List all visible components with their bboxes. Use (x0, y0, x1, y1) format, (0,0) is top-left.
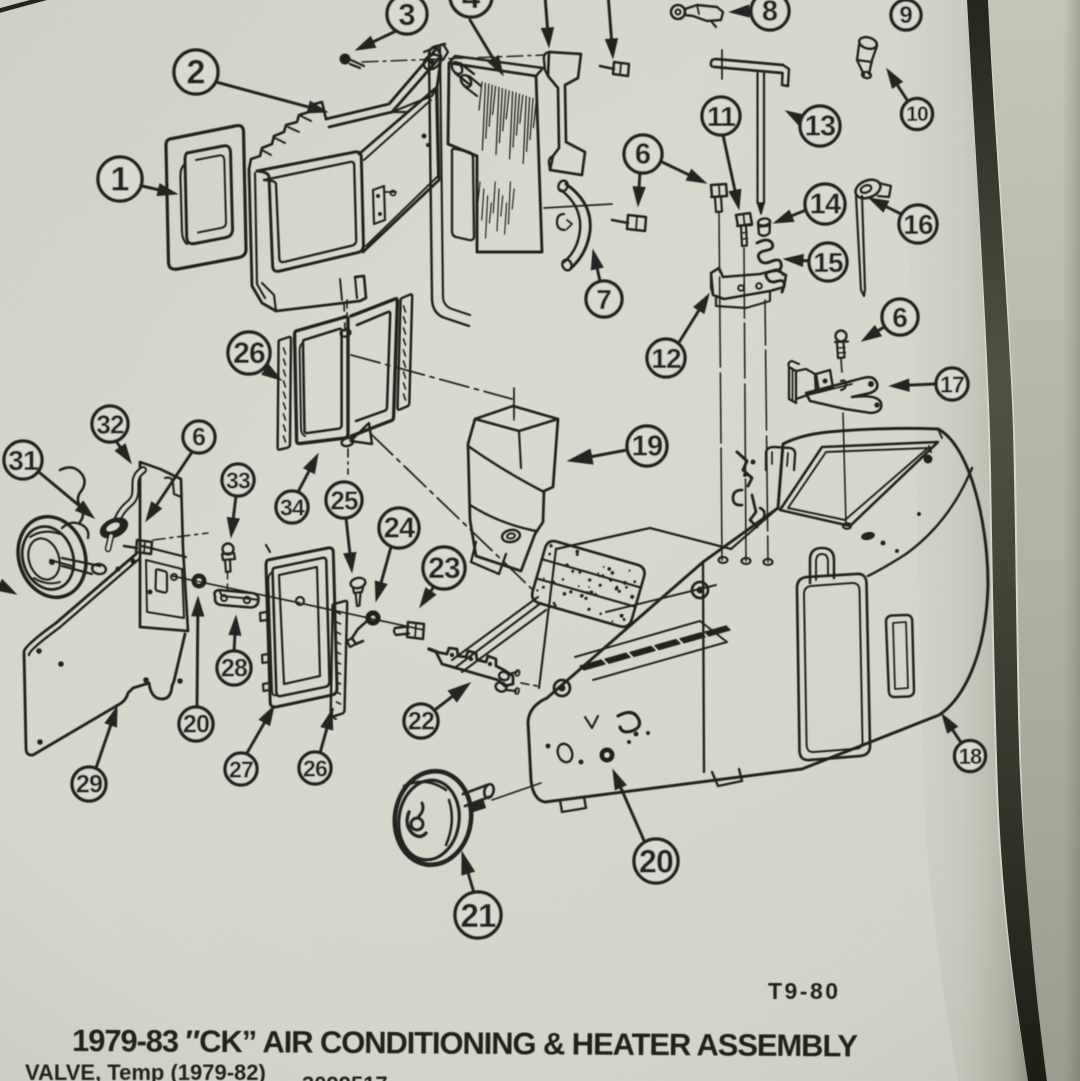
svg-text:VALVE, Temp (1979-82): VALVE, Temp (1979-82) (25, 1060, 266, 1081)
svg-text:3099517: 3099517 (302, 1072, 388, 1081)
svg-text:1979-83 ″CK” AIR CONDITIONING: 1979-83 ″CK” AIR CONDITIONING & HEATER A… (72, 1023, 859, 1063)
svg-text:T9-80: T9-80 (768, 978, 838, 1004)
